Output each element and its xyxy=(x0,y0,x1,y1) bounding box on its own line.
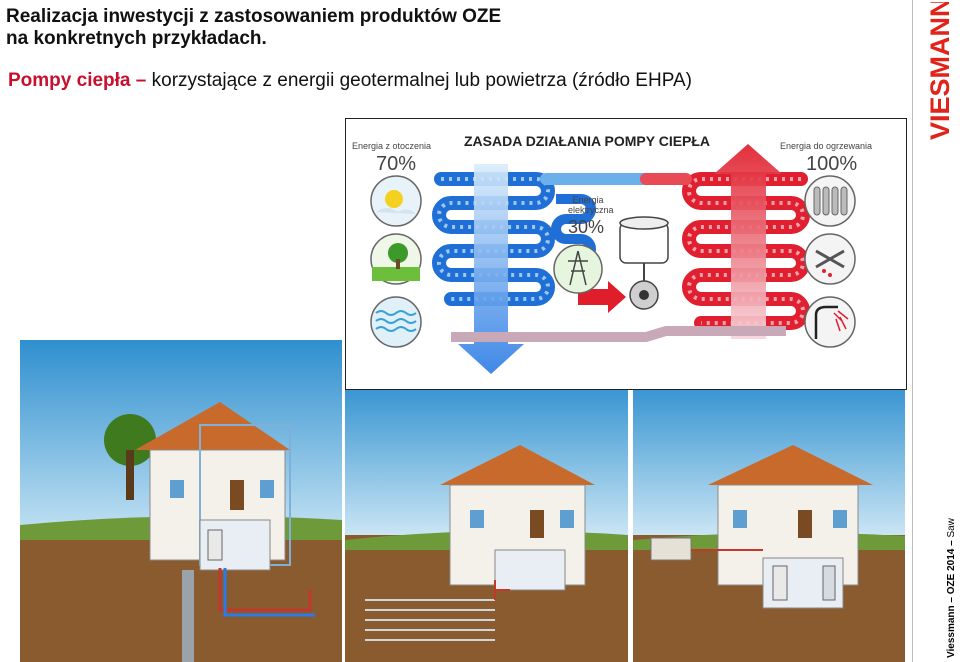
right-energy-percent: 100% xyxy=(806,153,858,175)
slide-subtitle: Pompy ciepła – korzystające z energii ge… xyxy=(8,70,692,92)
house-illustration-probe xyxy=(20,340,342,662)
hot-coil xyxy=(640,172,810,330)
house-illustration-air xyxy=(633,390,905,662)
tree-icon xyxy=(370,233,422,285)
divider-line xyxy=(912,0,913,662)
hot-arrow xyxy=(714,144,782,339)
cold-coil xyxy=(432,172,652,306)
right-energy-label: Energia do ogrzewania xyxy=(780,141,873,151)
title-line-2: na konkretnych przykładach. xyxy=(6,28,267,49)
slide-title: Realizacja inwestycji z zastosowaniem pr… xyxy=(6,6,501,50)
electric-energy-percent: 30% xyxy=(568,217,605,237)
tap-icon xyxy=(804,233,856,285)
cold-arrow xyxy=(458,164,524,374)
left-energy-percent: 70% xyxy=(376,153,417,175)
title-line-1: Realizacja inwestycji z zastosowaniem pr… xyxy=(6,6,502,27)
water-icon xyxy=(370,296,422,348)
diagram-title: ZASADA DZIAŁANIA POMPY CIEPŁA xyxy=(464,133,711,149)
subtitle-rest: korzystające z energii geotermalnej lub … xyxy=(146,70,692,91)
subtitle-highlight: Pompy ciepła – xyxy=(8,70,147,91)
house-illustration-collector xyxy=(345,390,628,662)
logo-text: VIESMANN xyxy=(925,2,955,140)
heat-pump-diagram: Energia z otoczenia 70% ZASADA DZIAŁANIA… xyxy=(345,118,907,390)
left-energy-label: Energia z otoczenia xyxy=(352,141,432,151)
shower-icon xyxy=(804,296,856,348)
compressor-icon xyxy=(619,216,669,310)
sun-icon xyxy=(370,175,422,227)
radiator-icon xyxy=(804,175,856,227)
viessmann-logo: VIESMANN xyxy=(917,0,957,142)
footer-credit: Viessmann – OZE 2014 – Saw xyxy=(946,518,957,658)
power-tower-icon xyxy=(553,244,603,294)
